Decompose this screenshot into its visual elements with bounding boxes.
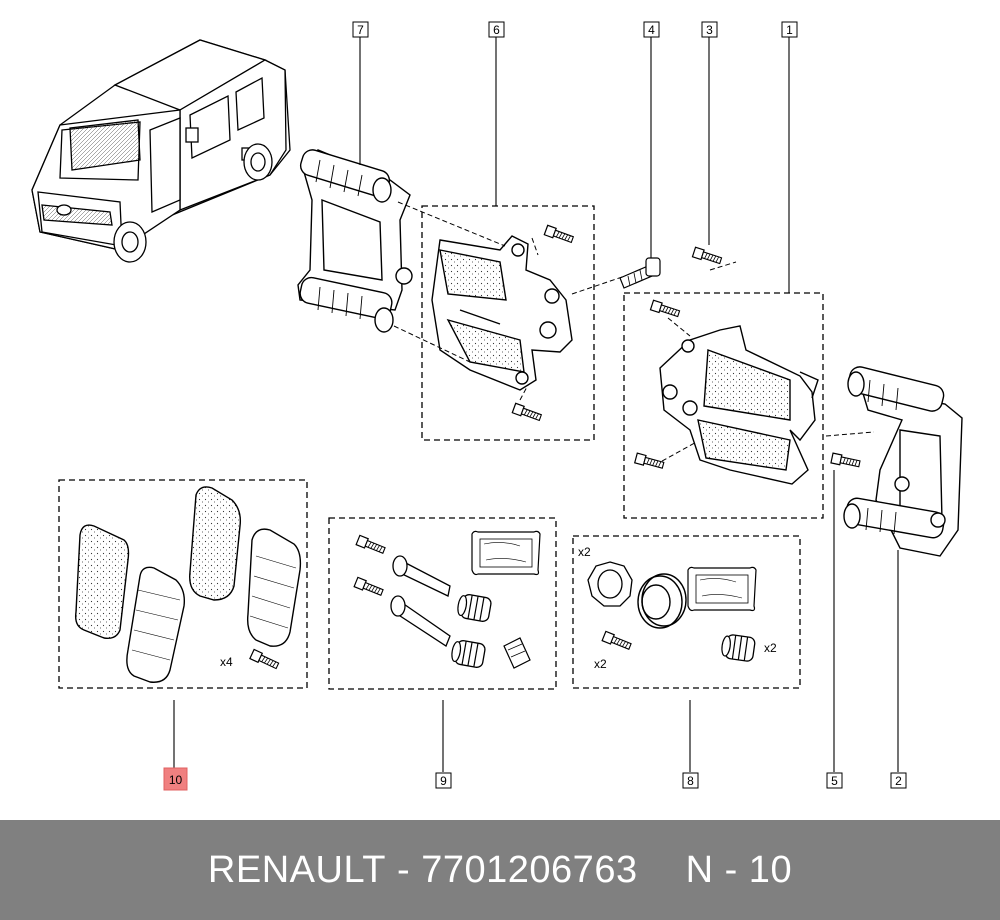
brake-caliper-icon (659, 325, 819, 485)
assembly-leader-lines (393, 201, 875, 466)
brake-caliper-icon (431, 235, 573, 391)
bolt-icon (543, 224, 575, 245)
svg-text:1: 1 (786, 23, 793, 37)
bush-icon (503, 637, 531, 669)
brake-pad-icon (74, 486, 302, 683)
footer-bar: RENAULT - 7701206763 N - 10 (0, 820, 1000, 920)
svg-text:9: 9 (440, 774, 447, 788)
bolt-icon (601, 630, 633, 652)
grease-sachet-icon (471, 530, 541, 576)
callout-leader-lines (173, 37, 899, 772)
bolt-icon (830, 452, 862, 470)
svg-text:7: 7 (357, 23, 364, 37)
grease-sachet-icon (687, 566, 757, 612)
qty-screw: x2 (594, 657, 607, 671)
callout-2: 2 (890, 772, 907, 789)
exploded-parts-diagram: 7 6 4 3 1 10 9 8 5 2 x4 x2 x2 x2 (31, 21, 963, 791)
guide-pin-icon (390, 555, 451, 647)
svg-text:10: 10 (169, 773, 183, 787)
part-number: 7701206763 (421, 848, 638, 891)
group-box-10 (58, 479, 308, 689)
piston-seal-icon (637, 573, 687, 629)
qty-pad-bolts: x4 (220, 655, 233, 669)
callout-10-highlighted: 10 (163, 767, 188, 791)
dust-boot-icon (719, 632, 757, 663)
bolt-icon (249, 648, 281, 671)
callout-1: 1 (781, 21, 798, 38)
group-box-6 (421, 205, 595, 441)
group-box-1 (623, 292, 824, 519)
footer-caption: RENAULT - 7701206763 N - 10 (0, 820, 1000, 920)
dust-boot-icon (449, 638, 487, 669)
bolt-icon (691, 246, 723, 267)
bolt-icon (649, 299, 681, 320)
footer-dash: - (397, 848, 411, 891)
brake-carrier-icon (297, 149, 413, 333)
brand-name: RENAULT (207, 848, 386, 891)
dust-boot-icon (455, 592, 493, 623)
svg-text:2: 2 (895, 774, 902, 788)
callout-6: 6 (488, 21, 505, 38)
retaining-ring-icon (587, 561, 633, 607)
callout-8: 8 (682, 772, 699, 789)
svg-text:3: 3 (706, 23, 713, 37)
van-icon (31, 39, 291, 263)
brake-carrier-icon (843, 366, 963, 557)
callout-7: 7 (352, 21, 369, 38)
svg-text:5: 5 (831, 774, 838, 788)
bolt-icon (634, 452, 665, 471)
group-box-9 (328, 517, 557, 690)
bleed-screw-icon (619, 257, 661, 289)
callout-5: 5 (826, 772, 843, 789)
svg-text:4: 4 (648, 23, 655, 37)
group-box-8 (572, 535, 801, 689)
bolt-icon (355, 534, 387, 556)
diagram-reference: N - 10 (685, 848, 793, 891)
callout-9: 9 (435, 772, 452, 789)
qty-retaining-ring: x2 (578, 545, 591, 559)
svg-text:6: 6 (493, 23, 500, 37)
callout-3: 3 (701, 21, 718, 38)
bolt-icon (353, 576, 385, 598)
svg-text:8: 8 (687, 774, 694, 788)
qty-boot: x2 (764, 641, 777, 655)
callout-4: 4 (643, 21, 660, 38)
bolt-icon (511, 402, 543, 423)
